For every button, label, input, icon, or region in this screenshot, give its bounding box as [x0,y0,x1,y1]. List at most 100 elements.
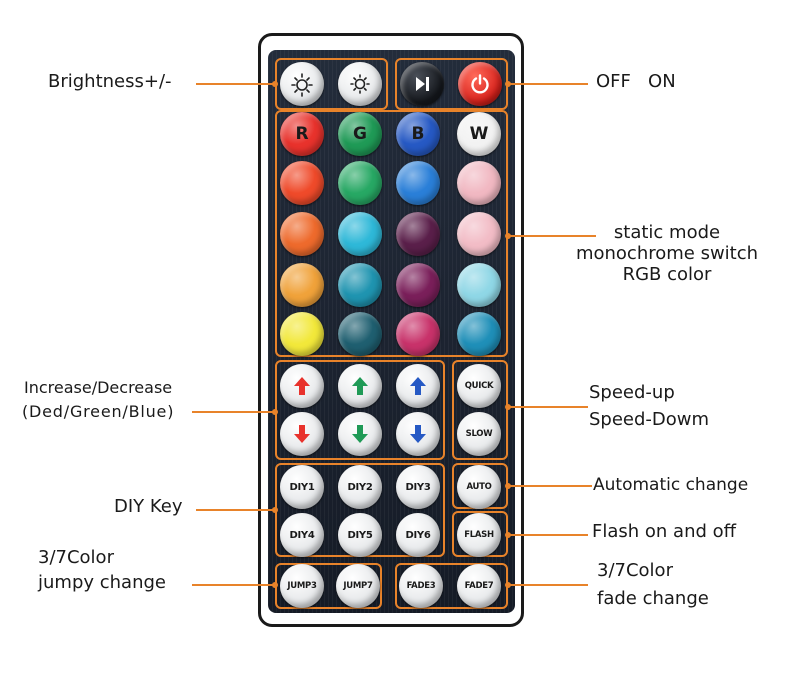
red-button[interactable]: R [280,112,324,156]
color-r4-1-button[interactable] [280,263,324,307]
diy5-button[interactable]: DIY5 [338,513,382,557]
brightness-leader [196,83,276,85]
slow-label: SLOW [465,429,493,439]
blue-label: B [411,124,425,144]
sun-up-icon [291,73,313,97]
color-r4-2-button[interactable] [338,263,382,307]
speed-leader-dot [505,404,511,410]
color-r2-3-button[interactable] [396,161,440,205]
fade7-label: FADE7 [464,581,494,591]
brightness-leader-dot [272,81,278,87]
white-button[interactable]: W [457,112,501,156]
white-label: W [469,124,489,144]
speed-group [452,360,508,460]
static-caption-3: RGB color [622,264,712,285]
incdec-leader [192,411,276,413]
jump-leader [192,584,276,586]
power-button[interactable] [458,62,502,106]
fade7-button[interactable]: FADE7 [457,564,501,608]
jump3-label: JUMP3 [287,581,317,591]
green-down-button[interactable] [338,412,382,456]
quick-label: QUICK [464,381,494,391]
green-button[interactable]: G [338,112,382,156]
static-caption-1: static mode [613,222,721,243]
diy2-button[interactable]: DIY2 [338,465,382,509]
incdec-leader-dot [272,409,278,415]
auto-leader [508,485,592,487]
static-caption-2: monochrome switch [575,243,759,264]
play-pause-icon [416,77,429,91]
fade-caption-1: 3/7Color [597,560,673,581]
flash-caption: Flash on and off [592,521,737,542]
auto-leader-dot [505,483,511,489]
color-r2-1-button[interactable] [280,161,324,205]
diy3-label: DIY3 [405,481,431,493]
off-on-caption: OFF ON [596,71,676,92]
color-r3-1-button[interactable] [280,212,324,256]
auto-caption: Automatic change [593,475,749,495]
diy2-label: DIY2 [347,481,373,493]
power-icon [471,74,489,94]
color-r5-3-button[interactable] [396,312,440,356]
diy-leader [196,509,276,511]
off-on-leader [508,83,588,85]
auto-button[interactable]: AUTO [457,465,501,509]
arrow-down-icon [352,425,368,443]
jump3-button[interactable]: JUMP3 [280,564,324,608]
arrow-up-icon [352,377,368,395]
diy6-label: DIY6 [405,529,431,541]
diy-caption: DIY Key [114,496,183,517]
flash-button[interactable]: FLASH [457,513,501,557]
fade3-button[interactable]: FADE3 [399,564,443,608]
diy-leader-dot [272,507,278,513]
color-r2-2-button[interactable] [338,161,382,205]
speed-caption-2: Speed-Dowm [589,409,710,430]
fade-leader [508,584,588,586]
blue-up-button[interactable] [396,364,440,408]
flash-leader-dot [505,532,511,538]
jump7-button[interactable]: JUMP7 [336,564,380,608]
color-r5-1-button[interactable] [280,312,324,356]
color-r4-3-button[interactable] [396,263,440,307]
slow-button[interactable]: SLOW [457,412,501,456]
diy3-button[interactable]: DIY3 [396,465,440,509]
color-r3-3-button[interactable] [396,212,440,256]
arrow-down-icon [294,425,310,443]
brightness-caption: Brightness+/- [48,71,172,92]
color-r3-4-button[interactable] [457,212,501,256]
incdec-caption-1: Increase/Decrease [24,378,173,397]
jump-caption-1: 3/7Color [38,547,114,568]
play-pause-button[interactable] [400,62,444,106]
blue-button[interactable]: B [396,112,440,156]
green-label: G [353,124,367,144]
fade-caption-2: fade change [597,588,709,609]
diy4-label: DIY4 [289,529,315,541]
arrow-up-icon [410,377,426,395]
color-r3-2-button[interactable] [338,212,382,256]
brightness-up-button[interactable] [280,62,324,106]
quick-button[interactable]: QUICK [457,364,501,408]
static-leader-dot [505,233,511,239]
fade3-label: FADE3 [406,581,436,591]
arrow-up-icon [294,377,310,395]
color-r5-4-button[interactable] [457,312,501,356]
flash-label: FLASH [464,530,494,540]
auto-label: AUTO [466,482,492,492]
static-leader [508,235,596,237]
fade-leader-dot [505,582,511,588]
color-r5-2-button[interactable] [338,312,382,356]
diy1-button[interactable]: DIY1 [280,465,324,509]
red-label: R [295,124,309,144]
red-down-button[interactable] [280,412,324,456]
red-up-button[interactable] [280,364,324,408]
color-r2-4-button[interactable] [457,161,501,205]
green-up-button[interactable] [338,364,382,408]
color-r4-4-button[interactable] [457,263,501,307]
sun-down-icon [350,74,370,94]
brightness-down-button[interactable] [338,62,382,106]
arrow-down-icon [410,425,426,443]
diy4-button[interactable]: DIY4 [280,513,324,557]
jump7-label: JUMP7 [343,581,373,591]
blue-down-button[interactable] [396,412,440,456]
diy6-button[interactable]: DIY6 [396,513,440,557]
